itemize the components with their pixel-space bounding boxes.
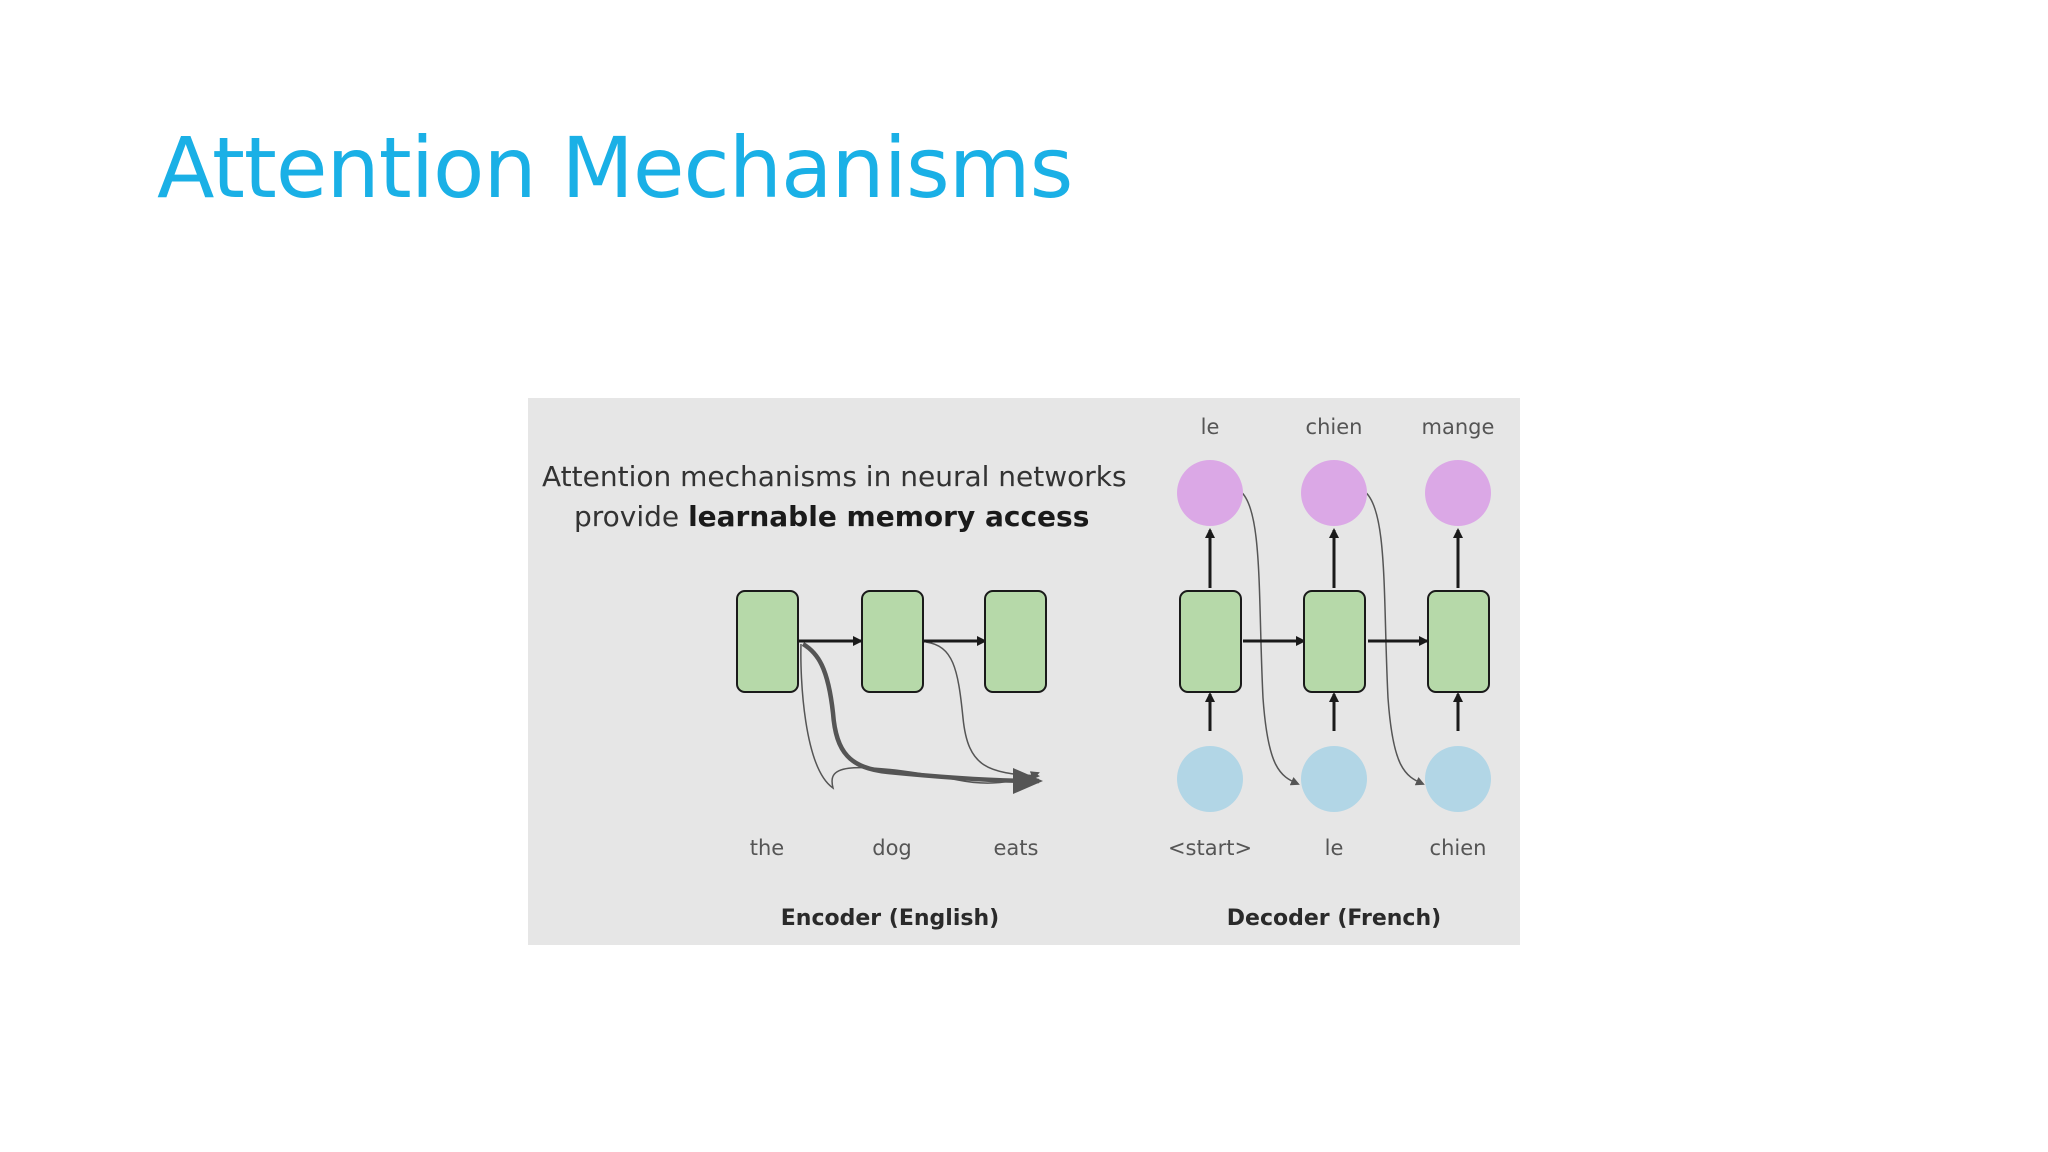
caption-line-1: Attention mechanisms in neural networks xyxy=(542,460,1127,493)
encoder-token-1: the xyxy=(750,836,784,860)
decoder-input-token-3: chien xyxy=(1430,836,1487,860)
attention-arrow-the-to-start xyxy=(801,642,1043,794)
decoder-output-node-1 xyxy=(1177,460,1243,526)
encoder-cell-3 xyxy=(984,590,1047,693)
decoder-label: Decoder (French) xyxy=(1227,906,1441,931)
decoder-cell-2 xyxy=(1303,590,1366,693)
encoder-cell-1 xyxy=(736,590,799,693)
decoder-input-token-1: <start> xyxy=(1168,836,1252,860)
decoder-output-node-2 xyxy=(1301,460,1367,526)
decoder-output-node-3 xyxy=(1425,460,1491,526)
decoder-cell-1 xyxy=(1179,590,1242,693)
caption-line-2-prefix: provide xyxy=(574,500,688,533)
attention-diagram: Attention mechanisms in neural networks … xyxy=(528,398,1520,945)
decoder-input-token-2: le xyxy=(1325,836,1344,860)
caption-line-2: provide learnable memory access xyxy=(574,500,1089,533)
feedback-arrow-le xyxy=(1239,490,1300,786)
encoder-label: Encoder (English) xyxy=(781,906,999,931)
feedback-arrow-chien xyxy=(1363,490,1425,786)
slide-title: Attention Mechanisms xyxy=(157,119,1073,217)
attention-diagram-svg: Attention mechanisms in neural networks … xyxy=(542,415,1495,931)
caption-emphasis: learnable memory access xyxy=(688,500,1089,533)
decoder-output-token-2: chien xyxy=(1306,415,1363,439)
encoder-cell-2 xyxy=(861,590,924,693)
decoder-input-node-2 xyxy=(1301,746,1367,812)
decoder-output-token-3: mange xyxy=(1422,415,1495,439)
encoder-token-2: dog xyxy=(872,836,912,860)
decoder-input-node-1 xyxy=(1177,746,1243,812)
attention-arrow-eats-to-start xyxy=(925,641,1040,781)
decoder-cell-3 xyxy=(1427,590,1490,693)
decoder-output-token-1: le xyxy=(1201,415,1220,439)
encoder-token-3: eats xyxy=(994,836,1039,860)
attention-arrow-dog-to-start xyxy=(800,643,1040,790)
decoder-input-node-3 xyxy=(1425,746,1491,812)
